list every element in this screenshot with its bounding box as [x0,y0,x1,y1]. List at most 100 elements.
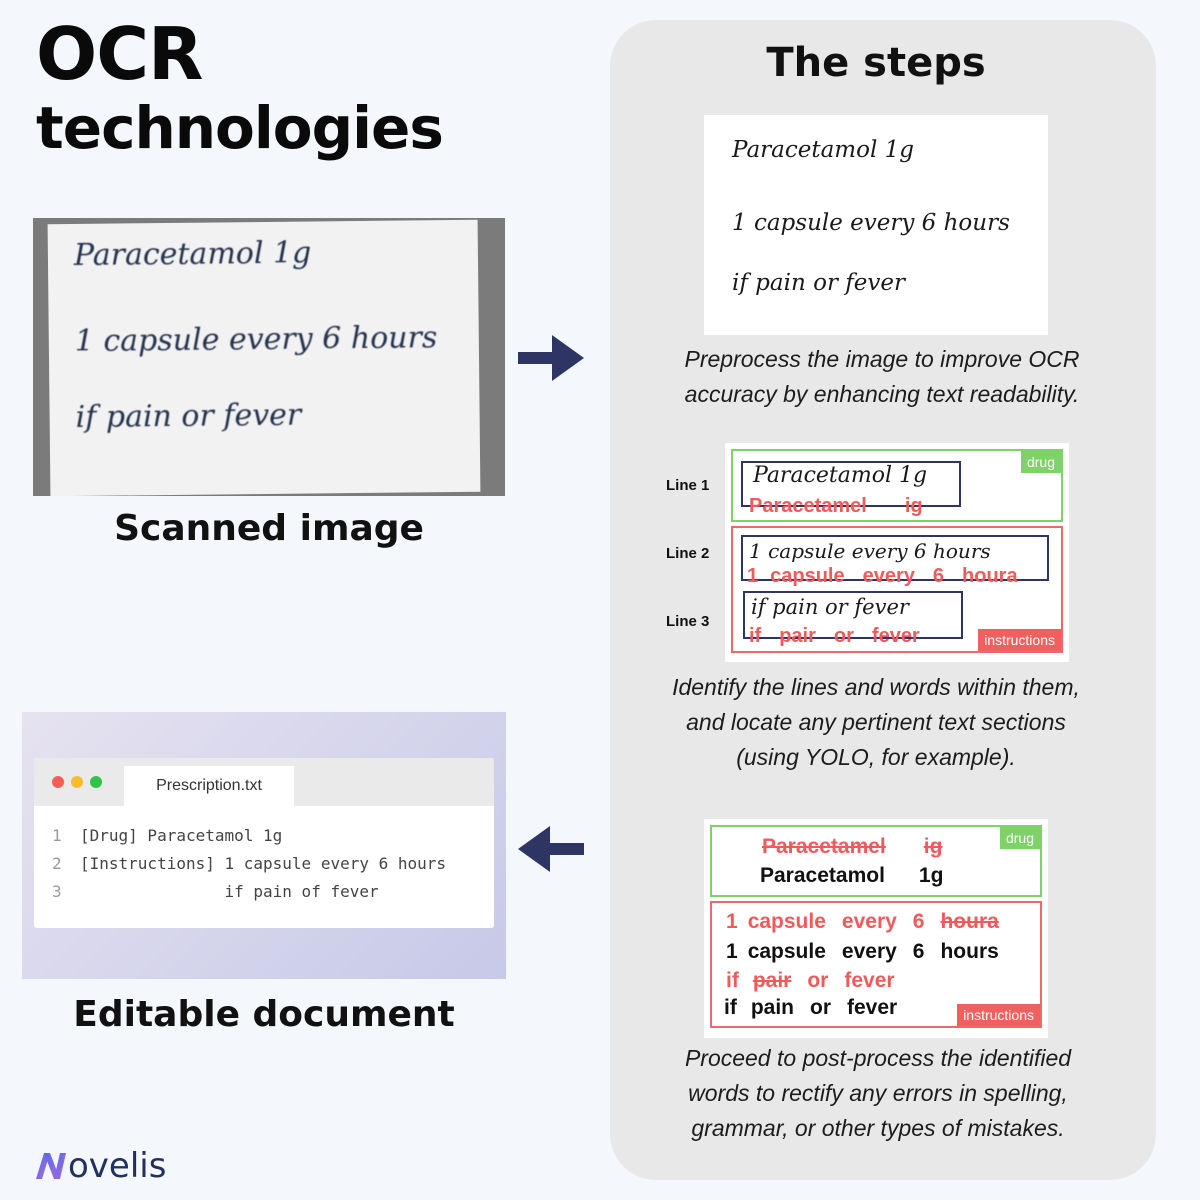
maximize-dot-icon[interactable] [90,776,102,788]
drug-right: Paracetamol 1g [760,864,943,888]
instructions-tag: instructions [978,629,1061,651]
wrong-word: every [841,910,897,933]
step3-image: drug instructions Paracetamel ig Paracet… [704,819,1048,1038]
line-box-3 [743,591,963,639]
editor-window: Prescription.txt 1 [Drug] Paracetamol 1g … [34,758,494,928]
step1-image: Paracetamol 1g 1 capsule every 6 hours i… [704,115,1048,335]
instructions-region [710,901,1042,1028]
drug-wrong: Paracetamel ig [762,835,942,859]
scanned-paper: Paracetamol 1g 1 capsule every 6 hours i… [47,219,481,496]
code-line: 2 [Instructions] 1 capsule every 6 hours [52,854,494,882]
wrong-word: fever [844,969,895,992]
page-title: OCR technologies [36,12,444,162]
title-line-1: OCR [36,12,203,96]
corrected-word: every [841,940,897,963]
code-line: 3 if pain of fever [52,882,494,910]
code-text: [Instructions] 1 capsule every 6 hours [80,854,447,873]
wrong-word: 6 [912,910,925,933]
detected-word: ig [904,495,923,517]
step3-description: Proceed to post-process the identified w… [684,1045,1072,1141]
line-label-2: Line 2 [666,545,710,562]
close-dot-icon[interactable] [52,776,64,788]
detected-word: or [833,625,854,647]
step1-line-3: if pain or fever [732,270,905,296]
line-label-1: Line 1 [666,477,710,494]
detected-word: Paracetamel [749,495,867,517]
step1-line-2: 1 capsule every 6 hours [732,210,1010,236]
detected-line-3: if pair or fever [749,625,920,648]
file-tab[interactable]: Prescription.txt [124,766,294,806]
corrected-word: Paracetamol [760,864,885,887]
wrong-word: pair [752,969,792,992]
corrected-word: or [810,996,831,1019]
instructions-tag: instructions [957,1004,1040,1026]
code-text: [Drug] Paracetamol 1g [80,826,283,845]
novelis-logo: ovelis [34,1146,166,1186]
line-number: 1 [52,826,62,845]
window-titlebar: Prescription.txt [34,758,494,806]
arrow-right-icon [518,335,584,381]
line-box-1 [741,461,961,507]
scanned-caption: Scanned image [114,508,424,549]
detected-word: every [862,565,915,587]
detected-word: if [749,625,762,647]
step2-hand-2: 1 capsule every 6 hours [749,539,991,563]
code-line: 1 [Drug] Paracetamol 1g [52,826,494,854]
drug-tag: drug [1020,451,1061,473]
steps-title: The steps [766,40,986,86]
instr-right-1: 1 capsule every 6 hours [726,940,999,964]
minimize-dot-icon[interactable] [71,776,83,788]
corrected-word: fever [847,996,898,1019]
novelis-n-icon [36,1153,66,1179]
corrected-word: pain [750,996,794,1019]
scanned-line-1: Paracetamol 1g [73,235,312,273]
detected-line-1: Paracetamel ig [749,495,923,518]
instr-right-2: if pain or fever [724,996,897,1020]
code-text: if pain of fever [80,882,379,901]
wrong-word: if [726,969,739,992]
detected-word: 1 [747,565,759,587]
drug-tag: drug [999,827,1040,849]
wrong-word: or [807,969,829,992]
detected-line-2: 1 capsule every 6 houra [747,565,1018,588]
instructions-region [731,526,1063,653]
detected-word: pair [779,625,816,647]
wrong-word: capsule [747,910,826,933]
line-label-3: Line 3 [666,613,710,630]
scanned-line-3: if pain or fever [75,397,302,435]
wrong-word: houra [940,910,999,933]
arrow-left-icon [518,826,584,872]
line-number: 3 [52,882,62,901]
wrong-word: 1 [726,910,738,933]
scanned-line-2: 1 capsule every 6 hours [74,320,438,359]
corrected-word: 6 [912,940,925,963]
instr-wrong-1: 1 capsule every 6 houra [726,910,999,934]
step1-description: Preprocess the image to improve OCR accu… [684,346,1080,407]
corrected-word: capsule [747,940,826,963]
corrected-word: if [724,996,737,1019]
line-box-2 [741,535,1049,581]
scanned-image: Paracetamol 1g 1 capsule every 6 hours i… [33,218,505,496]
step1-line-1: Paracetamol 1g [732,137,914,163]
logo-text: ovelis [68,1146,167,1186]
step2-hand-3: if pain or fever [751,595,909,619]
step2-description: Identify the lines and words within them… [672,674,1080,770]
step2-hand-1: Paracetamol 1g [753,463,928,488]
instr-wrong-2: if pair or fever [726,969,895,993]
detected-word: capsule [770,565,845,587]
drug-region [731,449,1063,522]
corrected-word: 1 [726,940,738,963]
line-number: 2 [52,854,62,873]
drug-region [710,825,1042,897]
step2-image: drug instructions Paracetamol 1g 1 capsu… [725,443,1069,662]
corrected-word: hours [940,940,999,963]
editable-document: Prescription.txt 1 [Drug] Paracetamol 1g … [22,712,506,979]
detected-word: fever [871,625,920,647]
detected-word: houra [962,565,1018,587]
wrong-word: Paracetamel [762,835,886,858]
code-area[interactable]: 1 [Drug] Paracetamol 1g 2 [Instructions] 1… [34,806,494,910]
document-caption: Editable document [73,994,455,1035]
wrong-word: ig [923,835,943,858]
corrected-word: 1g [918,864,944,887]
detected-word: 6 [932,565,945,587]
